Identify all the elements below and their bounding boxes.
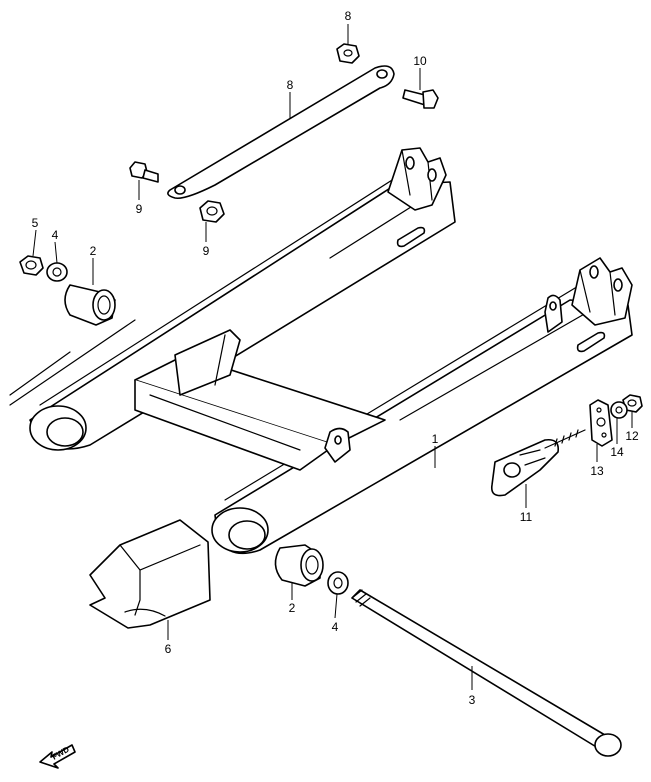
callout-4-bottom: 4 [332, 620, 339, 634]
callout-5: 5 [32, 216, 39, 230]
part-6-chain-buffer [89, 519, 211, 629]
callout-11: 11 [520, 510, 533, 524]
callout-10: 10 [413, 54, 427, 68]
part-9-bolt [129, 161, 159, 183]
callout-8-bottom: 9 [203, 244, 210, 258]
callout-3: 3 [469, 693, 476, 707]
part-13-plate [589, 399, 613, 447]
part-11-chain-adjuster [490, 429, 586, 497]
callout-6: 6 [165, 642, 172, 656]
part-3-pivot-shaft [351, 589, 622, 757]
callout-labels: 8 10 8 9 9 5 4 2 1 2 4 6 3 11 13 14 12 [32, 9, 639, 707]
callout-8-top: 8 [345, 9, 352, 23]
callout-9: 9 [136, 202, 143, 216]
callout-13: 13 [590, 464, 604, 478]
fwd-arrow-icon: FWD [39, 744, 76, 769]
callout-4-top: 4 [52, 228, 59, 242]
callout-2-top: 2 [90, 244, 97, 258]
part-10-bolt [402, 89, 439, 109]
part-5-nut [19, 255, 44, 276]
part-8-nut-lower [199, 200, 225, 223]
callout-2-bottom: 2 [289, 601, 296, 615]
part-7-torque-link [167, 65, 395, 200]
leader-lines [32, 24, 633, 690]
callout-1: 1 [432, 432, 439, 446]
callout-14: 14 [610, 445, 624, 459]
part-14-washer [610, 401, 628, 419]
callout-7: 8 [287, 78, 294, 92]
part-8-nut-upper [336, 43, 360, 64]
part-4-washer-lower [327, 571, 349, 595]
callout-12: 12 [625, 429, 639, 443]
part-1-swingarm [9, 147, 633, 555]
part-2-bushing-lower [274, 544, 324, 587]
part-2-bushing-upper [64, 284, 116, 326]
part-4-washer-upper [46, 262, 68, 282]
